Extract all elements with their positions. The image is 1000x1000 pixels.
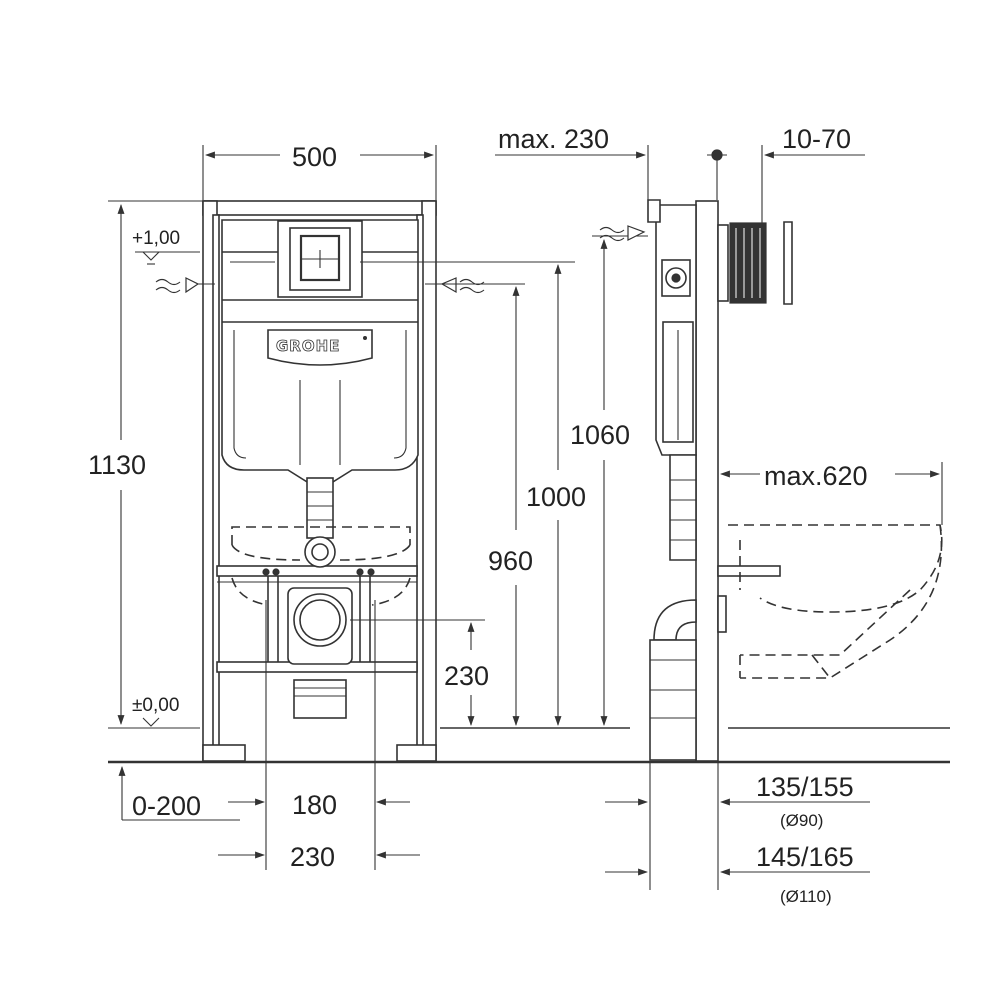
- bowl-projection-label: max.620: [764, 461, 868, 491]
- side-supply-symbol: [599, 225, 646, 242]
- dim-height-1130: 1130: [88, 200, 203, 725]
- side-flush-plate: [717, 221, 793, 305]
- depth-top-label: max. 230: [498, 124, 609, 154]
- side-toilet-bowl: [728, 524, 943, 679]
- top-height-label: 1060: [570, 420, 630, 450]
- side-frame: [647, 199, 781, 762]
- floor-lines: [108, 727, 950, 764]
- brand-label: GROHE: [276, 337, 340, 355]
- dim-bolt-180: 180: [228, 600, 410, 870]
- dim-pipe-90: 135/155 (Ø90): [605, 762, 870, 890]
- dim-drain-230: 230: [350, 619, 489, 726]
- dim-1000: 1000: [360, 261, 586, 726]
- pipe-110-sub: (Ø110): [780, 887, 832, 906]
- level-zero-marker: ±0,00: [108, 695, 200, 729]
- dim-1060: 1060: [570, 235, 648, 726]
- dim-adjust-0-200: 0-200: [118, 766, 240, 821]
- adjust-label: 0-200: [132, 791, 201, 821]
- level-zero-label: ±0,00: [132, 695, 179, 716]
- inlet-height-label: 960: [488, 546, 533, 576]
- front-frame: [202, 200, 437, 762]
- level-top-label: +1,00: [132, 228, 180, 249]
- bolt-spacing-label: 180: [292, 790, 337, 820]
- dim-outlet-230: 230: [218, 842, 420, 872]
- pipe-90-label: 135/155: [756, 772, 854, 802]
- dim-10-70: 10-70: [707, 124, 865, 225]
- front-drain-pipe: [231, 477, 411, 719]
- pipe-90-sub: (Ø90): [780, 811, 823, 830]
- dim-max-620: max.620: [720, 461, 943, 525]
- mid-height-label: 1000: [526, 482, 586, 512]
- level-top-marker: +1,00: [132, 228, 200, 265]
- outlet-spacing-label: 230: [290, 842, 335, 872]
- wall-range-label: 10-70: [782, 124, 851, 154]
- drain-height-label: 230: [444, 661, 489, 691]
- width-label: 500: [292, 142, 337, 172]
- water-supply-symbols: [155, 277, 485, 294]
- pipe-110-label: 145/165: [756, 842, 854, 872]
- height-label: 1130: [88, 450, 146, 480]
- dim-max-230: max. 230: [495, 124, 649, 200]
- cistern: GROHE: [221, 219, 419, 491]
- dim-width-500: 500: [202, 142, 437, 200]
- dim-pipe-110: 145/165 (Ø110): [605, 842, 870, 906]
- dim-inlet-960: 960: [425, 283, 533, 726]
